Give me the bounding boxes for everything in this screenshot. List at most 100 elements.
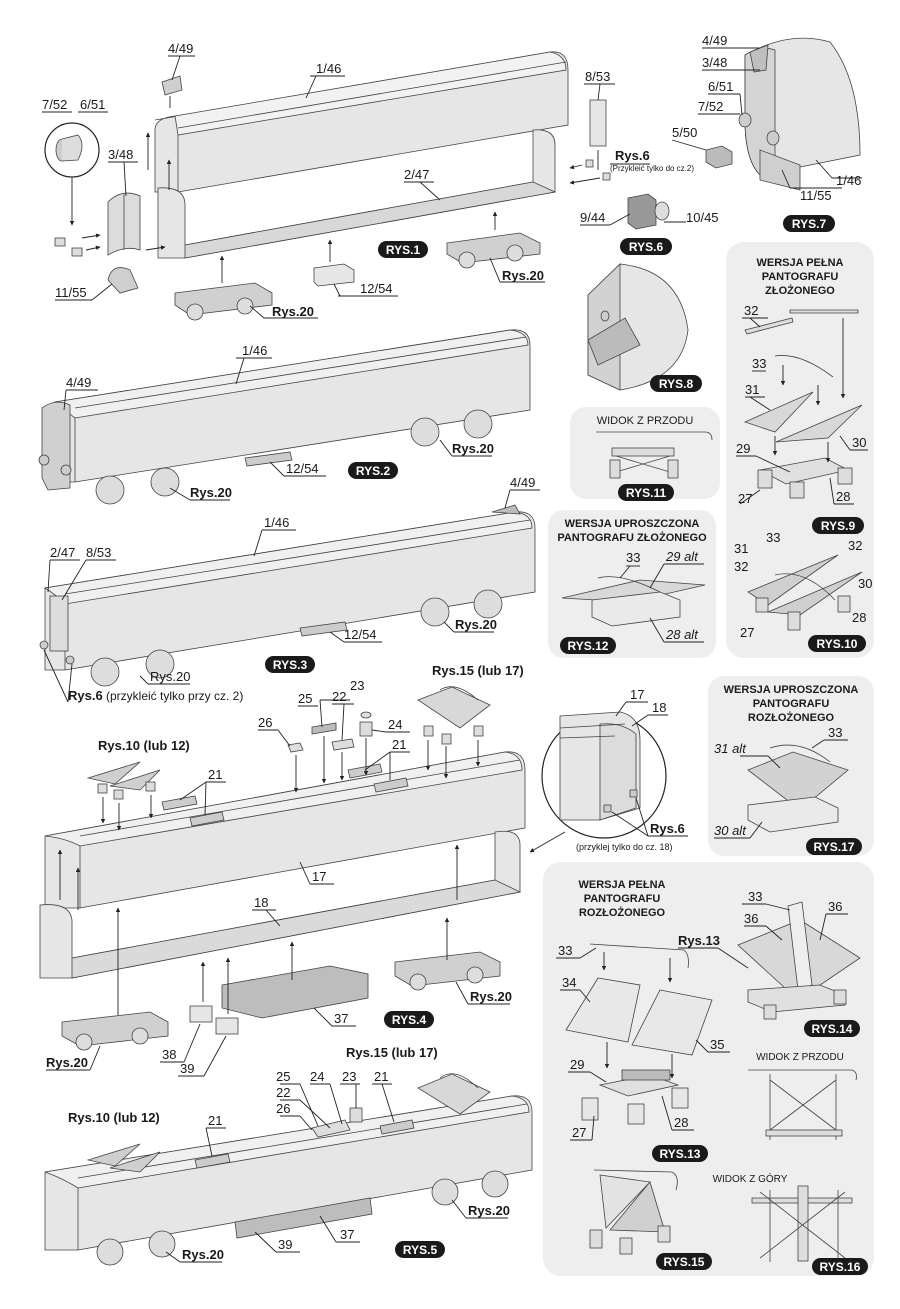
label-27: 27: [572, 1125, 586, 1140]
heading-rys13-line1: WERSJA PEŁNA: [579, 879, 666, 891]
tag-rys12: RYS.12: [560, 637, 616, 654]
heading-rys12-line1: WERSJA UPROSZCZONA: [565, 518, 700, 530]
heading-rys12-line2: PANTOGRAFU ZŁOŻONEGO: [557, 531, 707, 544]
label-37: 37: [340, 1227, 354, 1242]
label-34: 34: [562, 975, 576, 990]
label-12-54: 12/54: [360, 281, 393, 296]
figure-tags: RYS.1 RYS.2 RYS.3 RYS.4 RYS.5 RYS.6 RYS.…: [265, 215, 868, 1275]
label-11-55: 11/55: [55, 285, 87, 300]
svg-text:RYS.3: RYS.3: [273, 658, 308, 672]
heading-rys9-line1: WERSJA PEŁNA: [757, 257, 844, 269]
tag-rys7: RYS.7: [783, 215, 835, 232]
svg-text:RYS.5: RYS.5: [403, 1243, 438, 1257]
rys20-reference: Rys.20: [468, 1203, 510, 1218]
label-26: 26: [276, 1101, 290, 1116]
rys6-drawing: [627, 193, 670, 230]
label-8-53: 8/53: [585, 69, 610, 84]
rys20-reference: Rys.20: [272, 304, 314, 319]
label-30: 30: [852, 435, 866, 450]
front-view-label: WIDOK Z PRZODU: [597, 415, 694, 427]
label-28: 28: [674, 1115, 688, 1130]
label-2-47: 2/47: [404, 167, 429, 182]
rys6-reference: Rys.6: [615, 148, 650, 163]
svg-text:RYS.8: RYS.8: [659, 377, 694, 391]
label-32: 32: [734, 559, 748, 574]
rys16-drawing: [751, 1185, 853, 1262]
rys7-drawing: [705, 37, 861, 191]
svg-text:RYS.6: RYS.6: [629, 240, 664, 254]
rys6-note: (przyklej tylko do cz. 18): [576, 842, 673, 852]
label-1-46: 1/46: [264, 515, 289, 530]
svg-text:RYS.16: RYS.16: [820, 1260, 861, 1274]
tag-rys14: RYS.14: [804, 1020, 860, 1037]
label-30-alt: 30 alt: [714, 823, 747, 838]
leader-lines: [42, 47, 868, 1263]
label-36: 36: [744, 911, 758, 926]
rys5-drawing: [44, 1073, 533, 1266]
svg-text:RYS.15: RYS.15: [664, 1255, 705, 1269]
label-28: 28: [852, 610, 866, 625]
label-21: 21: [208, 767, 222, 782]
rys17-drawing: [747, 744, 849, 833]
label-2-47: 2/47: [50, 545, 75, 560]
label-28: 28: [836, 489, 850, 504]
label-6-51: 6/51: [80, 97, 105, 112]
label-36: 36: [828, 899, 842, 914]
rys14-drawing: [737, 901, 861, 1020]
rys12-drawing: [561, 576, 706, 627]
label-31-alt: 31 alt: [714, 741, 747, 756]
label-33: 33: [558, 943, 572, 958]
tag-rys15: RYS.15: [656, 1253, 712, 1270]
label-12-54: 12/54: [344, 627, 377, 642]
heading-rys17-line3: ROZŁOŻONEGO: [748, 711, 835, 724]
rys10-drawing: [747, 554, 863, 631]
label-26: 26: [258, 715, 272, 730]
rys20-reference: Rys.20: [455, 617, 497, 632]
label-1-46: 1/46: [242, 343, 267, 358]
label-27: 27: [740, 625, 754, 640]
rys6-note: (przykleić tylko przy cz. 2): [106, 689, 243, 703]
svg-text:RYS.4: RYS.4: [392, 1013, 427, 1027]
label-18: 18: [254, 895, 268, 910]
heading-rys13-line3: ROZŁOŻONEGO: [579, 906, 666, 919]
heading-rys13-line2: PANTOGRAFU: [584, 893, 661, 905]
tag-rys6: RYS.6: [620, 238, 672, 255]
rys9-drawing: [743, 309, 863, 499]
part-labels: 4/49 1/46 8/53 4/49 3/48 6/51 7/52 5/50 …: [42, 33, 872, 1262]
label-4-49: 4/49: [168, 41, 193, 56]
panel-rys9-10: [726, 242, 874, 658]
rys8-drawing: [587, 263, 689, 391]
tag-rys2: RYS.2: [348, 462, 398, 479]
heading-rys9-line3: ZŁOŻONEGO: [765, 284, 835, 297]
rys20-reference: Rys.20: [452, 441, 494, 456]
label-21: 21: [392, 737, 406, 752]
heading-rys17-line2: PANTOGRAFU: [753, 698, 830, 710]
label-1-46: 1/46: [836, 173, 861, 188]
top-view-label: WIDOK Z GÓRY: [713, 1172, 788, 1185]
label-3-48: 3/48: [108, 147, 133, 162]
label-31: 31: [745, 382, 759, 397]
rys13-reference: Rys.13: [678, 933, 720, 948]
rys15-reference: Rys.15 (lub 17): [346, 1045, 438, 1060]
label-4-49: 4/49: [510, 475, 535, 490]
svg-text:RYS.7: RYS.7: [792, 217, 827, 231]
rys6-note: (Przykleić tylko do cz.2): [610, 164, 694, 173]
rys6-reference: Rys.6: [650, 821, 685, 836]
tag-rys10: RYS.10: [808, 635, 866, 652]
svg-text:RYS.12: RYS.12: [568, 639, 609, 653]
rys6-reference: Rys.6: [68, 688, 103, 703]
label-39: 39: [278, 1237, 292, 1252]
label-33: 33: [766, 530, 780, 545]
front-view-label: WIDOK Z PRZODU: [756, 1052, 844, 1063]
panel-rys13-16: [543, 862, 874, 1276]
label-27: 27: [738, 491, 752, 506]
rys10-reference: Rys.10 (lub 12): [68, 1110, 160, 1125]
rys2-drawing: [38, 329, 531, 505]
svg-text:RYS.1: RYS.1: [386, 243, 421, 257]
heading-rys9-line2: PANTOGRAFU: [762, 271, 839, 283]
tag-rys17: RYS.17: [806, 838, 862, 855]
tag-rys1: RYS.1: [378, 241, 428, 258]
label-32: 32: [848, 538, 862, 553]
tag-rys3: RYS.3: [265, 656, 315, 673]
label-25: 25: [298, 691, 312, 706]
